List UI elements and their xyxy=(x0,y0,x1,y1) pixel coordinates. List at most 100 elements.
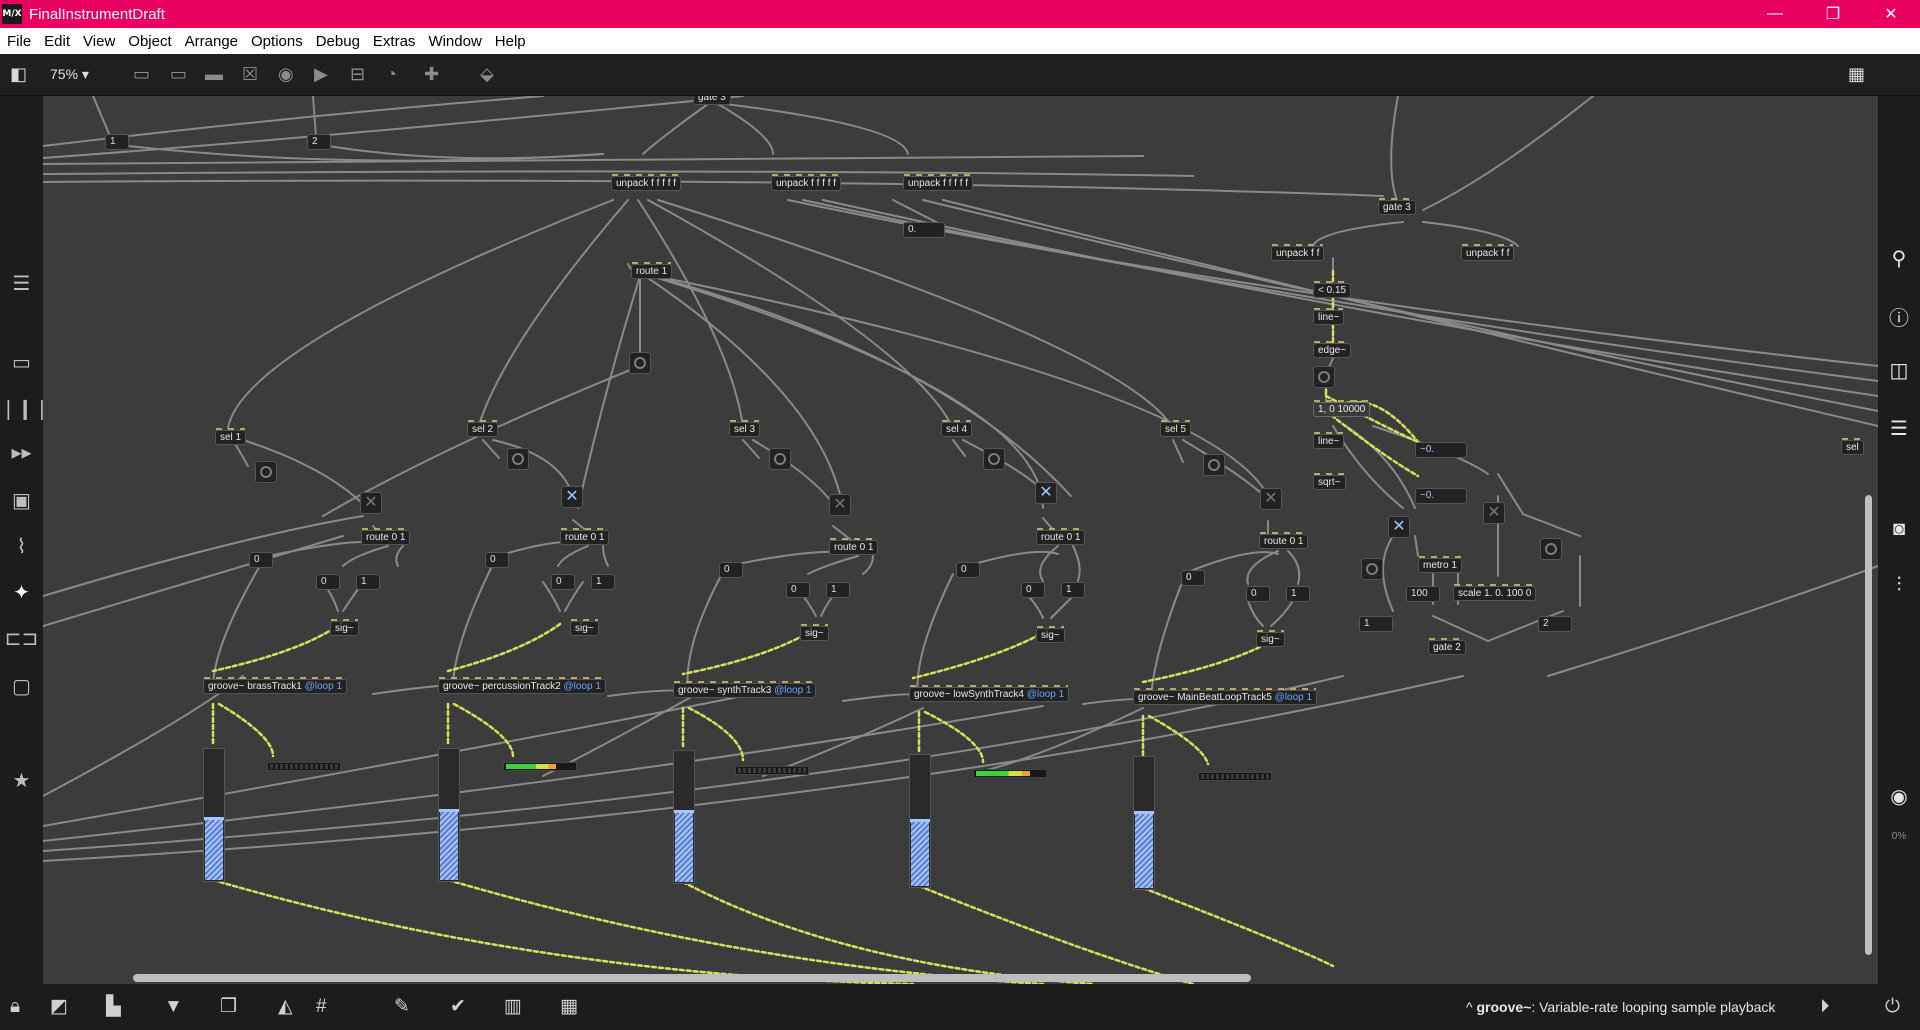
sig-object[interactable]: sig~ xyxy=(800,624,829,641)
number-box[interactable]: 0 xyxy=(316,574,340,590)
grid-view-icon[interactable]: ▦ xyxy=(1848,64,1866,84)
sel-object[interactable]: sel 5 xyxy=(1160,420,1192,437)
float-number-box[interactable]: 0. xyxy=(903,222,945,238)
number-box[interactable]: 0 xyxy=(1021,582,1045,598)
number-box[interactable]: 100 xyxy=(1406,586,1440,602)
scale-object[interactable]: scale 1. 0. 100 0 xyxy=(1453,584,1537,601)
dial-object-icon[interactable]: ◔ xyxy=(386,64,397,84)
number-box[interactable]: 1 xyxy=(1061,582,1085,598)
split-icon[interactable]: ◫ xyxy=(1889,360,1909,382)
bang-button[interactable] xyxy=(769,448,791,470)
unpack-object[interactable]: unpack f f f f f xyxy=(903,174,974,191)
bang-button[interactable] xyxy=(507,448,529,470)
unpack-object[interactable]: unpack f f xyxy=(1461,244,1515,261)
route-object[interactable]: route 0 1 xyxy=(361,528,411,545)
route-object[interactable]: route 1 xyxy=(631,262,673,279)
sidebar-toggle-icon[interactable]: ◧ xyxy=(10,64,28,84)
plugin-icon[interactable]: ✦ xyxy=(13,582,30,604)
gain-slider[interactable] xyxy=(909,754,931,888)
number-box[interactable]: 0 xyxy=(249,552,273,568)
grid-icon[interactable]: # xyxy=(316,996,327,1017)
comment-icon[interactable]: ▼ xyxy=(164,996,183,1017)
video-icon[interactable]: ▸▸ xyxy=(11,442,32,464)
message-box[interactable]: 1, 0 10000 xyxy=(1313,400,1371,417)
zoom-dropdown[interactable]: 75% ▾ xyxy=(50,66,89,82)
toggle-object-icon[interactable]: ☒ xyxy=(242,64,259,84)
number-box[interactable]: 1 xyxy=(1359,616,1393,632)
bang-button[interactable] xyxy=(629,352,651,374)
unpack-object[interactable]: unpack f f f f f xyxy=(611,174,682,191)
metro-object[interactable]: metro 1 xyxy=(1418,556,1462,573)
inspector-icon[interactable]: ▙ xyxy=(106,996,121,1017)
audio-icon[interactable]: ❘❙❘ xyxy=(0,398,51,420)
lock-icon[interactable]: 🔒︎ xyxy=(10,996,21,1017)
toggle-off[interactable]: ✕ xyxy=(1260,488,1282,510)
package-icon[interactable]: ▢ xyxy=(12,676,31,698)
number-box[interactable]: 0 xyxy=(786,582,810,598)
toggle-on[interactable]: ✕ xyxy=(561,486,583,508)
bang-button[interactable] xyxy=(983,448,1005,470)
number-box[interactable]: 1 xyxy=(356,574,380,590)
play-icon[interactable]: ⏵ xyxy=(1820,996,1830,1017)
close-button[interactable]: ✕ xyxy=(1884,6,1898,23)
new-message-icon[interactable]: ▭ xyxy=(170,64,188,84)
sel-object[interactable]: sel 3 xyxy=(729,420,761,437)
record-icon[interactable]: ◉ xyxy=(1890,786,1908,808)
number-box[interactable]: 1 xyxy=(1286,586,1310,602)
bang-button[interactable] xyxy=(1540,538,1562,560)
unpack-object[interactable]: unpack f f xyxy=(1271,244,1325,261)
gate-object[interactable]: gate 2 xyxy=(1428,638,1466,655)
sqrt-object[interactable]: sqrt~ xyxy=(1313,473,1346,490)
sig-object[interactable]: sig~ xyxy=(1256,630,1285,647)
number-box[interactable]: 0 xyxy=(551,574,575,590)
mixer-icon[interactable]: ⫶ xyxy=(1896,574,1902,596)
sig-object[interactable]: sig~ xyxy=(1036,626,1065,643)
number-box[interactable]: 0 xyxy=(719,562,743,578)
menu-edit[interactable]: Edit xyxy=(44,32,71,50)
unpack-object[interactable]: unpack f f f f f xyxy=(771,174,842,191)
bang-button[interactable] xyxy=(1313,366,1335,388)
number-box[interactable]: 1 xyxy=(105,134,129,150)
slider-object-icon[interactable]: ⊟ xyxy=(350,64,366,84)
paint-bucket-icon[interactable]: ⬙ xyxy=(480,64,494,84)
line-object[interactable]: line~ xyxy=(1313,432,1345,449)
lessthan-object[interactable]: < 0.15 xyxy=(1313,281,1352,298)
line-object[interactable]: line~ xyxy=(1313,308,1345,325)
signal-number-box[interactable]: ~0. xyxy=(1415,442,1467,458)
sel-object[interactable]: sel 1 xyxy=(215,428,247,445)
number-box[interactable]: 0 xyxy=(1246,586,1270,602)
info-icon[interactable]: ⓘ xyxy=(1889,308,1909,330)
menu-window[interactable]: Window xyxy=(428,32,482,50)
menu-extras[interactable]: Extras xyxy=(372,32,416,50)
number-box[interactable]: 0 xyxy=(956,562,980,578)
gain-slider[interactable] xyxy=(438,748,460,882)
windows-icon[interactable]: ❐ xyxy=(220,996,238,1017)
gain-slider[interactable] xyxy=(203,748,225,882)
sel-object[interactable]: sel 2 xyxy=(467,420,499,437)
star-icon[interactable]: ★ xyxy=(12,770,31,792)
gain-slider[interactable] xyxy=(673,750,695,884)
number-box[interactable]: 2 xyxy=(307,134,331,150)
search-icon[interactable]: ⚲ xyxy=(1891,248,1907,270)
number-box[interactable]: 2 xyxy=(1538,616,1572,632)
sel-object[interactable]: sel xyxy=(1841,438,1864,455)
menu-view[interactable]: View xyxy=(83,32,116,50)
sel-object[interactable]: sel 4 xyxy=(941,420,973,437)
number-box[interactable]: 0 xyxy=(485,552,509,568)
menu-options[interactable]: Options xyxy=(251,32,303,50)
camera-icon[interactable]: ◙ xyxy=(1892,518,1906,540)
menu-debug[interactable]: Debug xyxy=(315,32,360,50)
menu-arrange[interactable]: Arrange xyxy=(184,32,239,50)
piano-icon[interactable]: ▥ xyxy=(504,996,522,1017)
sig-object[interactable]: sig~ xyxy=(570,619,599,636)
route-object[interactable]: route 0 1 xyxy=(1259,532,1309,549)
vertical-scrollbar[interactable] xyxy=(1865,495,1872,955)
patcher-canvas[interactable]: 1 2 gate 3 unpack f f f f f unpack f f f… xyxy=(43,96,1878,984)
gate-object[interactable]: gate 3 xyxy=(1378,198,1416,215)
clip-icon[interactable]: ⌇ xyxy=(16,536,27,558)
wrench-icon[interactable]: ✔ xyxy=(450,996,466,1017)
keyboard-icon[interactable]: ▦ xyxy=(560,996,578,1017)
bang-button[interactable] xyxy=(1203,454,1225,476)
bang-button[interactable] xyxy=(255,461,277,483)
signal-number-box[interactable]: ~0. xyxy=(1415,488,1467,504)
